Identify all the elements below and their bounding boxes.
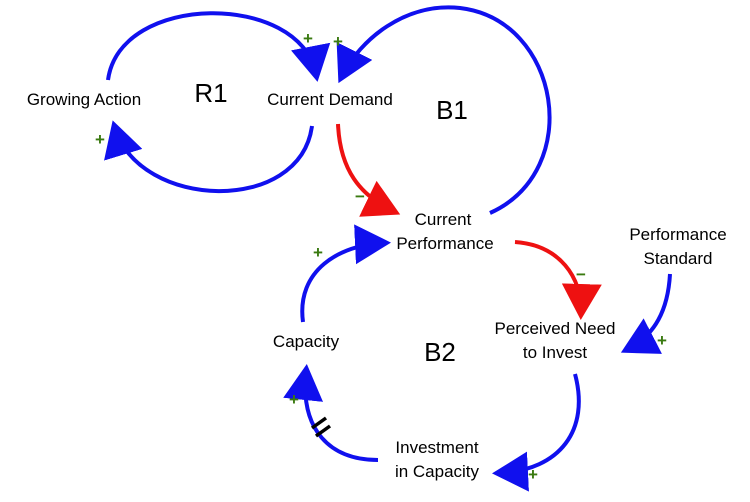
node-perceived-need-line1: Perceived Need xyxy=(495,319,616,338)
link-growing-action-to-current-demand xyxy=(106,11,331,82)
link-capacity-to-current-performance xyxy=(300,224,391,323)
node-current-demand: Current Demand xyxy=(267,90,393,109)
polarity-plus-b1-top: + xyxy=(333,32,343,51)
node-current-performance-line2: Performance xyxy=(396,234,493,253)
polarity-plus-r1-top: + xyxy=(303,29,313,48)
link-perceived-need-to-investment xyxy=(492,373,581,492)
link-current-demand-to-growing-action xyxy=(104,120,314,194)
node-capacity: Capacity xyxy=(273,332,340,351)
link-current-demand-to-current-performance xyxy=(336,123,401,217)
polarity-minus-demand-performance: − xyxy=(355,187,365,206)
delay-mark xyxy=(310,416,332,438)
node-perceived-need-line2: to Invest xyxy=(523,343,588,362)
node-investment-line2: in Capacity xyxy=(395,462,480,481)
polarity-plus-capacity-performance: + xyxy=(313,243,323,262)
loop-label-r1: R1 xyxy=(194,78,227,108)
node-investment-line1: Investment xyxy=(395,438,478,457)
loop-label-b2: B2 xyxy=(424,337,456,367)
link-performance-standard-to-perceived-need xyxy=(620,273,672,354)
node-performance-standard-line1: Performance xyxy=(629,225,726,244)
polarity-plus-need-investment: + xyxy=(528,465,538,484)
link-investment-to-capacity xyxy=(283,364,379,462)
node-growing-action: Growing Action xyxy=(27,90,141,109)
polarity-plus-investment-capacity: + xyxy=(289,390,299,409)
loop-label-b1: B1 xyxy=(436,95,468,125)
polarity-plus-standard-need: + xyxy=(657,331,667,350)
node-current-performance-line1: Current xyxy=(415,210,472,229)
link-current-performance-to-perceived-need xyxy=(514,240,602,320)
polarity-plus-r1-bottom: + xyxy=(95,130,105,149)
polarity-minus-performance-need: − xyxy=(576,265,586,284)
node-performance-standard-line2: Standard xyxy=(644,249,713,268)
link-current-performance-to-current-demand xyxy=(336,5,552,215)
